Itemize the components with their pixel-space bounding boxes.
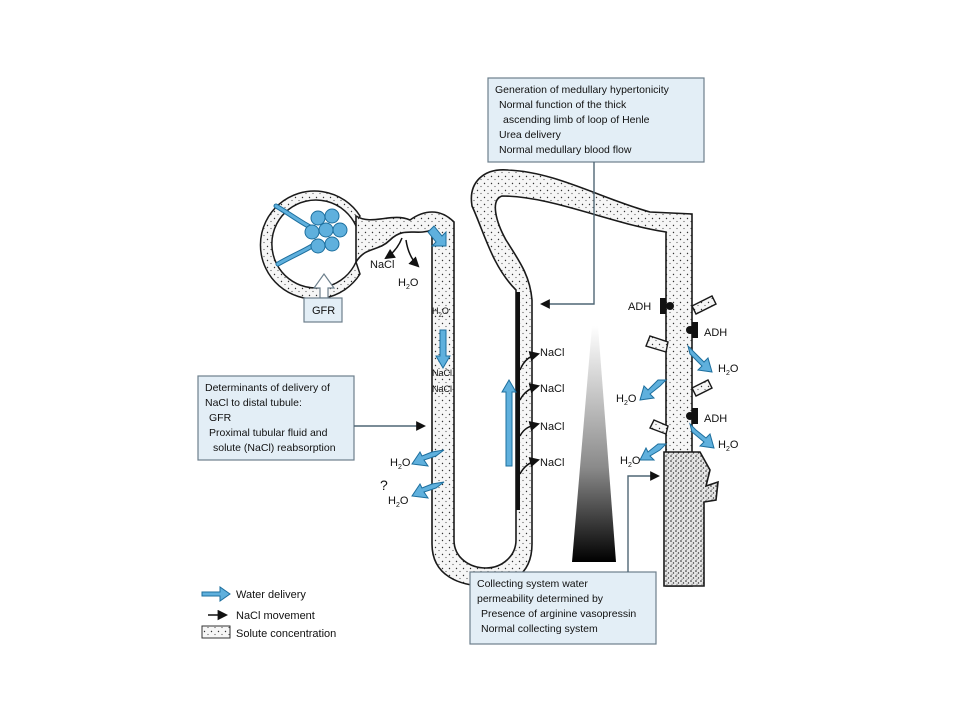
h2o-label: H2O (398, 277, 419, 291)
collecting-box: Collecting system water permeability det… (469, 571, 657, 645)
nacl-label: NaCl (432, 384, 452, 394)
gfr-box: GFR (303, 297, 343, 323)
delivery-box: Determinants of delivery of NaCl to dist… (197, 375, 355, 461)
nacl-label: NaCl (540, 421, 564, 433)
glomerulus-icon (273, 203, 348, 267)
water-arrow-icon (435, 329, 451, 369)
delivery-line: GFR (209, 412, 232, 424)
h2o-label: H2O (616, 393, 637, 407)
adh-label: ADH (628, 301, 651, 313)
nephron-tubule (355, 169, 693, 587)
medullary-gradient (572, 326, 616, 562)
collecting-connector (627, 471, 660, 572)
gfr-arrow (312, 272, 336, 299)
collecting-title: Collecting system water (477, 578, 588, 590)
adh-receptor-icon (686, 322, 698, 338)
nacl-label: NaCl (540, 347, 564, 359)
h2o-label: H2O (390, 457, 411, 471)
adh-label: ADH (704, 413, 727, 425)
h2o-label: H2O (718, 363, 739, 377)
hypertonicity-line: Normal medullary blood flow (499, 144, 632, 156)
legend-nacl: NaCl movement (236, 610, 315, 622)
h2o-labels: H2O H2O H2O H2O H2O H2O H2O H2O (388, 277, 739, 509)
hypertonicity-line: Normal function of the thick (499, 99, 627, 111)
solute-dots-icon (201, 625, 231, 639)
delivery-line: NaCl to distal tubule: (205, 397, 302, 409)
hypertonicity-connector (540, 162, 595, 309)
adh-labels: ADH ADH ADH (628, 301, 727, 425)
nacl-arrows (384, 237, 541, 475)
gfr-label: GFR (312, 305, 335, 317)
h2o-label: H2O (718, 439, 739, 453)
legend-water: Water delivery (236, 589, 306, 601)
hypertonicity-box: Generation of medullary hypertonicity No… (487, 77, 705, 163)
question-mark: ? (380, 477, 388, 493)
collecting-line: permeability determined by (477, 593, 604, 605)
hypertonicity-line: ascending limb of loop of Henle (503, 114, 650, 126)
water-arrow-icon (201, 586, 231, 602)
adh-receptor-icon (686, 408, 698, 424)
h2o-label: H2O (388, 495, 409, 509)
delivery-line: Proximal tubular fluid and (209, 427, 328, 439)
water-delivery-arrows (312, 225, 715, 499)
h2o-label: H2O (620, 455, 641, 469)
hypertonicity-title: Generation of medullary hypertonicity (495, 84, 670, 96)
nacl-label: NaCl (540, 457, 564, 469)
bowmans-capsule (259, 190, 361, 300)
hypertonicity-line: Urea delivery (499, 129, 562, 141)
collecting-duct (645, 295, 719, 587)
legend: Water delivery NaCl movement Solute conc… (201, 586, 336, 640)
nacl-label: NaCl (540, 383, 564, 395)
nacl-labels: NaCl NaCl NaCl NaCl NaCl NaCl NaCl (370, 259, 564, 469)
nacl-label: NaCl (370, 259, 394, 271)
h2o-label: H2O (432, 306, 449, 319)
collecting-line: Normal collecting system (481, 623, 598, 635)
adh-receptor-icon (660, 298, 674, 314)
delivery-title: Determinants of delivery of (205, 382, 330, 394)
adh-label: ADH (704, 327, 727, 339)
legend-solute: Solute concentration (236, 628, 336, 640)
nacl-arrow-icon (519, 350, 541, 371)
delivery-line: solute (NaCl) reabsorption (213, 442, 336, 454)
nacl-label: NaCl (432, 368, 452, 378)
collecting-line: Presence of arginine vasopressin (481, 608, 636, 620)
